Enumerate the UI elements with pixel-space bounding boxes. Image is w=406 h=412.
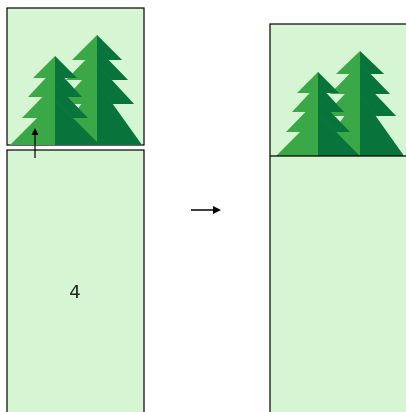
left-top-tile bbox=[6, 7, 145, 146]
left-bottom-tile-bg bbox=[6, 149, 145, 412]
left-bottom-tile: 4 bbox=[6, 149, 145, 412]
right-arrow-icon bbox=[191, 206, 221, 214]
pine-trees-icon bbox=[276, 51, 404, 156]
right-merged-tile-bg bbox=[269, 23, 406, 412]
pine-trees-icon bbox=[10, 35, 142, 145]
tile-number: 4 bbox=[69, 282, 80, 303]
right-merged-tile bbox=[269, 23, 406, 412]
pine-tree-front-icon bbox=[276, 72, 360, 156]
up-arrow-icon bbox=[31, 128, 39, 158]
